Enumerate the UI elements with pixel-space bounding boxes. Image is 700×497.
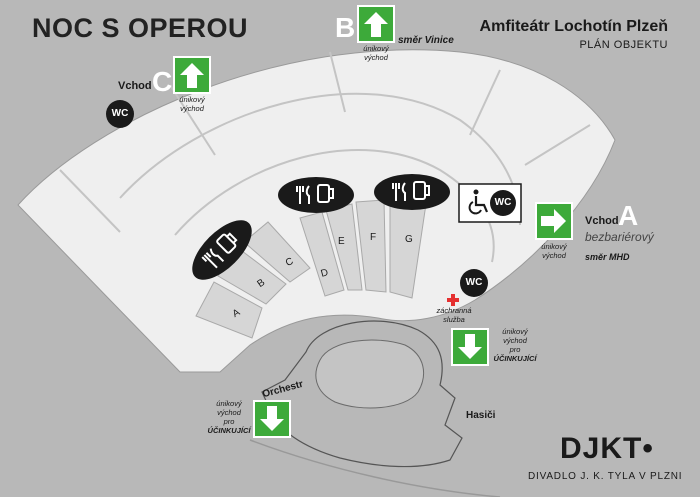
entrance-c-exit-text: únikový východ (179, 95, 205, 113)
aisle-divider (59, 169, 121, 233)
first-aid-cross-icon (447, 294, 459, 306)
venue-subtitle: PLÁN OBJEKTU (579, 39, 668, 51)
sector-a (195, 281, 263, 339)
entrance-a-label: Vchod (585, 215, 619, 227)
djkt-logo: DJKT• (560, 432, 654, 465)
djkt-logo-subtitle: DIVADLO J. K. TYLA V PLZNI (528, 471, 683, 482)
sector-label-e: E (338, 236, 345, 247)
exit-sign-b (357, 5, 395, 43)
sector-label-f: F (370, 232, 377, 243)
arrow-up-icon (180, 63, 204, 88)
page-title: NOC S OPEROU (32, 13, 249, 43)
entrance-b-exit-text: únikový východ (363, 44, 389, 62)
exit-sign-performers-right (451, 328, 489, 366)
arrow-down-icon (458, 334, 482, 359)
entrance-a-direction: směr MHD (585, 252, 630, 262)
firefighters-label: Hasiči (466, 410, 496, 421)
arrow-right-icon (541, 209, 566, 233)
sectors (195, 199, 427, 339)
aisle-divider (169, 84, 216, 156)
entrance-c-letter: C (152, 66, 173, 97)
wheelchair-icon (468, 189, 489, 215)
arrow-down-icon (260, 406, 284, 431)
sector-label-g: G (405, 234, 413, 245)
wc-label: WC (111, 108, 129, 119)
wc-icon (460, 269, 488, 297)
aisle-divider (329, 51, 346, 113)
entrance-c-label: Vchod (118, 80, 152, 92)
access-road (249, 439, 501, 497)
exit-sign-performers-left (253, 400, 291, 438)
arrow-up-icon (364, 12, 388, 37)
wc-label: WC (465, 277, 483, 288)
sector-c (243, 221, 311, 283)
aisle-divider (469, 69, 501, 136)
entrance-a-exit-text: únikový východ (541, 242, 567, 260)
entrance-b-letter: B (335, 12, 356, 43)
stage-inner (315, 339, 425, 409)
sector-f (355, 199, 387, 293)
entrance-b-direction: směr Vinice (398, 35, 454, 46)
food-drink-icon (192, 220, 252, 280)
food-drink-icon (374, 174, 450, 210)
exit-sign-a (535, 202, 573, 240)
wc-icon (106, 100, 134, 128)
sector-d (299, 211, 345, 297)
venue-name: Amfiteátr Lochotín Plzeň (479, 18, 668, 35)
accessible-wc-box (458, 183, 522, 223)
food-drink-icon (278, 177, 354, 213)
seating-ring-outer (119, 92, 521, 226)
wc-label: WC (494, 197, 512, 208)
entrance-a-letter: A (618, 200, 639, 231)
entrance-a-note: bezbariérový (585, 230, 654, 244)
aisle-divider (524, 124, 591, 166)
exit-sign-c (173, 56, 211, 94)
